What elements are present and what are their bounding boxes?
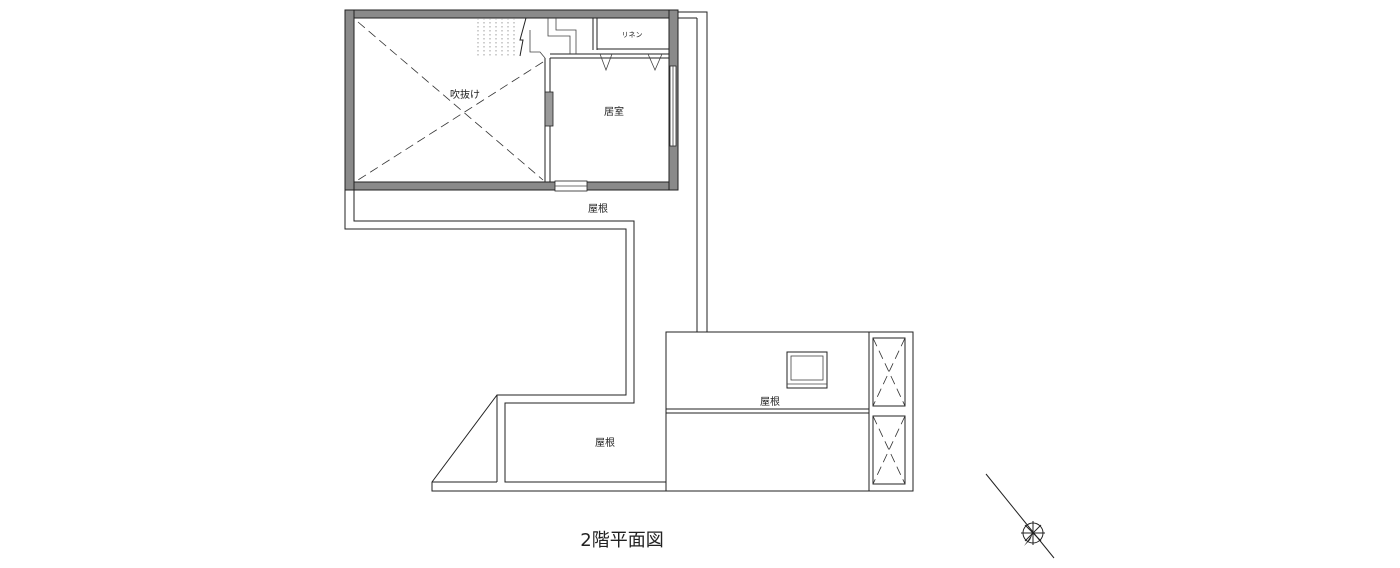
label-room: 居室 bbox=[604, 105, 624, 118]
label-roof-lower: 屋根 bbox=[595, 436, 615, 449]
plan-title: 2階平面図 bbox=[580, 530, 663, 551]
linen-closet bbox=[592, 18, 669, 72]
roof-outlines bbox=[344, 11, 914, 492]
interior-partition bbox=[544, 53, 669, 182]
label-roof-right: 屋根 bbox=[760, 395, 780, 408]
north-arrow-icon bbox=[985, 473, 1055, 559]
room-window bbox=[669, 65, 677, 147]
staircase bbox=[477, 17, 577, 59]
label-roof-upper: 屋根 bbox=[588, 202, 608, 215]
room-door bbox=[554, 180, 588, 192]
void-cross bbox=[357, 21, 544, 181]
label-void: 吹抜け bbox=[450, 88, 480, 101]
roof-skylight bbox=[786, 351, 828, 389]
label-linen: リネン bbox=[622, 31, 643, 39]
